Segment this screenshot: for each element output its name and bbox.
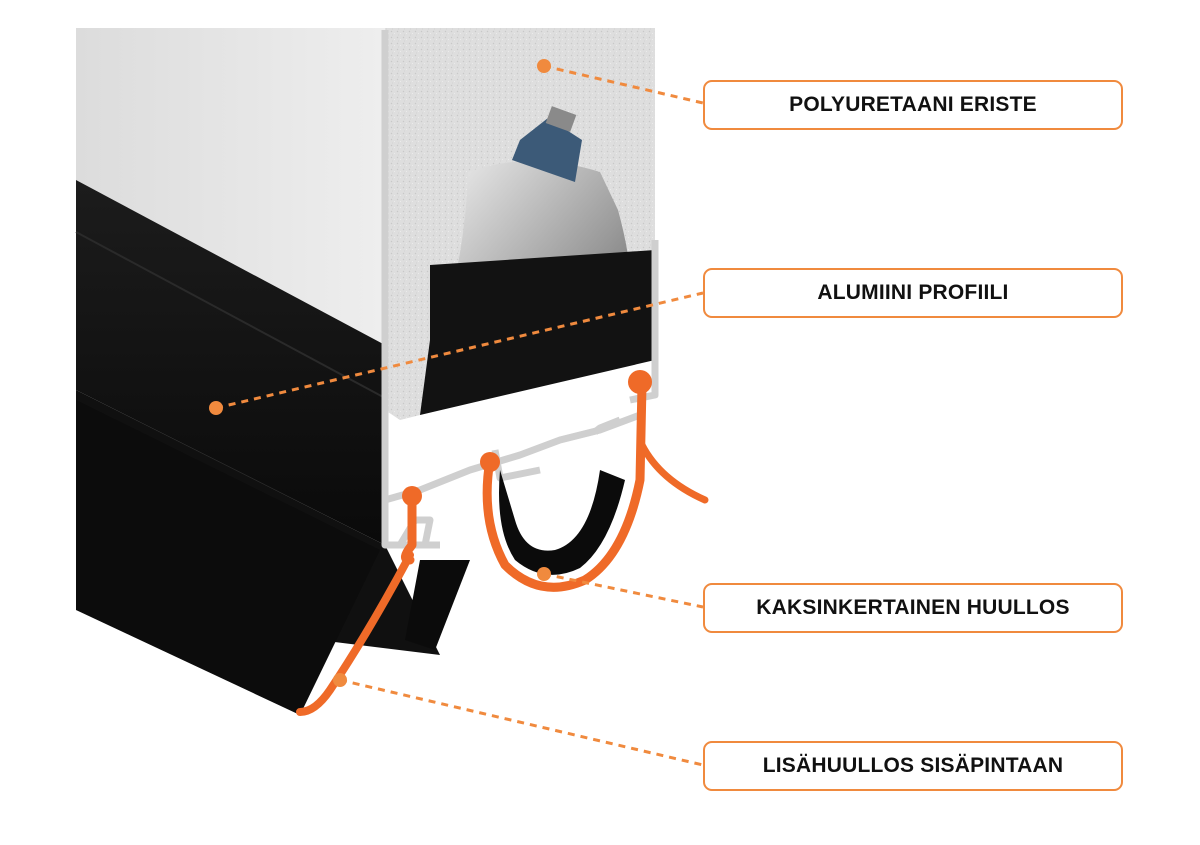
callout-label: ALUMIINI PROFIILI [817, 281, 1009, 304]
callout-label: KAKSINKERTAINEN HUULLOS [756, 596, 1070, 619]
leader-line-polyurethane [543, 64, 704, 105]
leader-lines [215, 64, 704, 767]
leader-line-inner-seal [339, 678, 704, 767]
leader-dots [209, 59, 551, 687]
callout-aluminium-profile: ALUMIINI PROFIILI [703, 268, 1123, 318]
aluminium-profile-body [75, 180, 440, 715]
leader-line-aluminium [215, 291, 704, 410]
marker-dot-polyurethane [537, 59, 551, 73]
callout-inner-seal: LISÄHUULLOS SISÄPINTAAN [703, 741, 1123, 791]
seal-shadow [405, 470, 625, 650]
marker-dot-aluminium [209, 401, 223, 415]
door-panel-face [76, 28, 385, 345]
callout-double-seal: KAKSINKERTAINEN HUULLOS [703, 583, 1123, 633]
leader-line-double-seal [543, 572, 704, 609]
callout-label: LISÄHUULLOS SISÄPINTAAN [762, 754, 1064, 777]
callout-polyurethane-insulation: POLYURETAANI ERISTE [703, 80, 1123, 130]
marker-dot-double-seal [537, 567, 551, 581]
marker-dot-inner-seal [333, 673, 347, 687]
callout-label: POLYURETAANI ERISTE [789, 93, 1037, 116]
